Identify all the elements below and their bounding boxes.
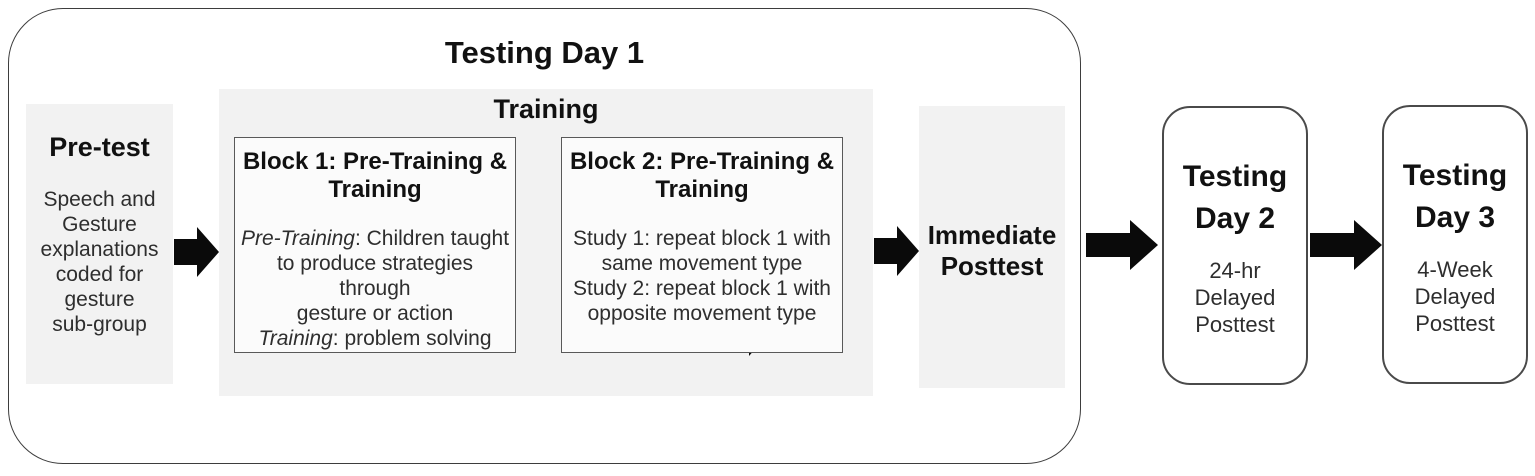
pretest-heading: Pre-test [49, 132, 150, 162]
testing-day1-box: Testing Day 1 Pre-test Speech and Gestur… [8, 8, 1081, 464]
block1-pretraining-line: Pre-Training: Children taught to produce… [239, 226, 511, 326]
block1-heading: Block 1: Pre-Training & Training [242, 148, 508, 203]
flow-arrow-icon [174, 227, 219, 277]
pretest-panel: Pre-test Speech and Gesture explanations… [26, 104, 173, 384]
block1-box: Block 1: Pre-Training & Training Pre-Tra… [234, 137, 516, 353]
flow-arrow-icon [1310, 220, 1382, 270]
block2-box: Block 2: Pre-Training & Training Study 1… [561, 137, 843, 353]
testing-day3-subtitle: 4-Week Delayed Posttest [1414, 257, 1496, 336]
testing-day2-box: Testing Day 2 24-hr Delayed Posttest [1162, 106, 1308, 385]
flow-arrow-icon [1086, 220, 1158, 270]
block1-body: Pre-Training: Children taught to produce… [239, 226, 511, 351]
training-heading: Training [493, 94, 599, 124]
flow-arrow-icon [874, 226, 919, 276]
block1-pretraining-label: Pre-Training [240, 227, 355, 250]
testing-day2-subtitle: 24-hr Delayed Posttest [1194, 258, 1276, 337]
testing-day3-title: Testing Day 3 [1402, 159, 1508, 234]
immediate-posttest-panel: Immediate Posttest [919, 106, 1065, 388]
block2-body: Study 1: repeat block 1 with same moveme… [573, 227, 831, 325]
block2-heading: Block 2: Pre-Training & Training [569, 148, 835, 203]
immediate-posttest-heading: Immediate Posttest [927, 220, 1057, 281]
training-panel: Training Block 1: Pre-Training & Trainin… [219, 89, 873, 396]
pretest-body: Speech and Gesture explanations coded fo… [40, 188, 159, 336]
testing-day2-title: Testing Day 2 [1182, 160, 1288, 235]
testing-day3-box: Testing Day 3 4-Week Delayed Posttest [1382, 105, 1528, 384]
block1-training-line: Training: problem solving [239, 326, 511, 351]
testing-day1-title: Testing Day 1 [444, 35, 645, 70]
block1-training-text: : problem solving [332, 327, 492, 350]
block1-training-label: Training [258, 327, 333, 350]
block1-pretraining-text: : Children taught to produce strategies … [276, 227, 510, 325]
